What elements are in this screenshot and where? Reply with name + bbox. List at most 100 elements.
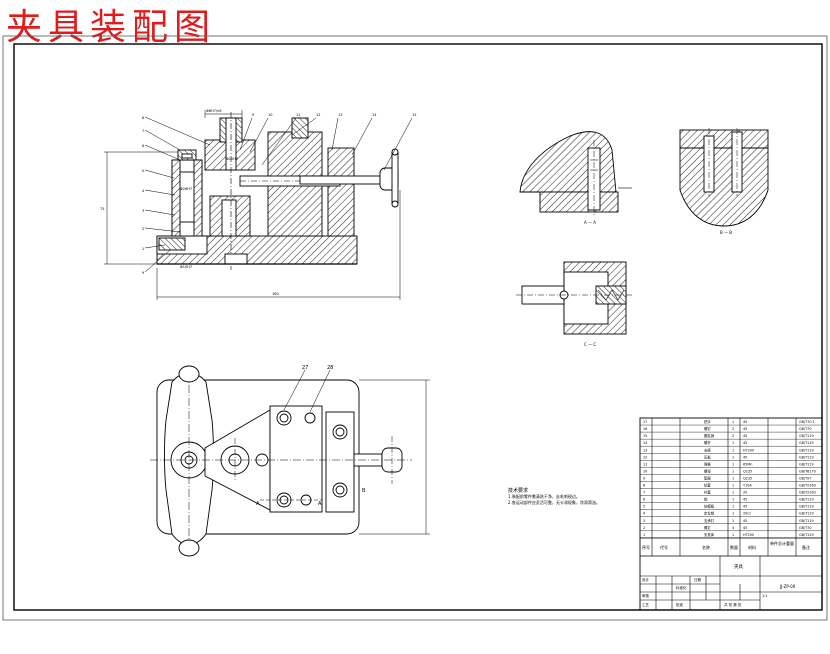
svg-text:Φ10H7: Φ10H7 <box>180 265 192 269</box>
bom-cell-qty: 2 <box>732 427 734 431</box>
inner-frame <box>13 43 823 611</box>
svg-text:9: 9 <box>142 271 144 275</box>
tb-label-date: 日期 <box>694 577 702 582</box>
svg-text:3: 3 <box>142 209 144 213</box>
bom-cell-mat: 45 <box>743 434 747 438</box>
svg-text:75: 75 <box>100 207 104 211</box>
svg-text:160: 160 <box>272 292 279 296</box>
bom-cell-name: 支承钉 <box>704 518 715 523</box>
top-view-markers: 27 28 A A B <box>256 365 366 507</box>
bom-cell-name: 支座 <box>704 447 711 452</box>
bom-cell-std: GB/T119 <box>799 441 814 445</box>
bom-cell-no: 13 <box>643 448 647 452</box>
bom-cell-mat: 45 <box>743 526 747 530</box>
bom-cell-std: GB/T119 <box>799 455 814 459</box>
svg-text:14: 14 <box>372 113 377 117</box>
drawing-title: 夹具装配图 <box>6 7 217 48</box>
bom-cell-name: 压板 <box>704 454 711 459</box>
tb-label-craft: 工艺 <box>642 602 650 607</box>
svg-text:12: 12 <box>316 113 320 117</box>
bom-header-code: 代号 <box>660 544 668 550</box>
svg-text:15: 15 <box>412 113 416 117</box>
bom-cell-qty: 1 <box>732 420 734 424</box>
svg-text:1: 1 <box>142 247 144 251</box>
bom-cell-name: 垫圈 <box>704 475 711 480</box>
bom-cell-qty: 1 <box>732 512 734 516</box>
bom-header-material: 材料 <box>748 544 756 550</box>
bom-cell-no: 1 <box>643 533 645 537</box>
bom-cell-no: 17 <box>643 420 647 424</box>
svg-text:13: 13 <box>338 113 342 117</box>
view-marker-b: B <box>362 488 366 494</box>
tb-label-std: 标准化 <box>676 585 687 590</box>
bom-header: 序号 代号 名称 数量 材料 单件总计重量 备注 <box>640 537 822 550</box>
bom-cell-no: 3 <box>643 519 645 523</box>
section-label-a-a: A — A <box>584 220 596 225</box>
svg-text:9: 9 <box>252 113 254 117</box>
tb-label-design: 设计 <box>642 577 650 582</box>
tb-scale: 1:1 <box>762 594 768 598</box>
svg-text:Φ10H7: Φ10H7 <box>226 157 238 161</box>
bom-cell-name: 衬套 <box>704 490 711 495</box>
bom-cell-mat: 65Mn <box>743 462 752 466</box>
bom-header-qty: 数量 <box>730 544 738 550</box>
section-c-c <box>516 261 632 335</box>
svg-text:10: 10 <box>268 113 272 117</box>
bom-cell-qty: 1 <box>732 484 734 488</box>
bom-header-note: 备注 <box>802 544 810 550</box>
bom-cell-qty: 1 <box>732 519 734 523</box>
bom-cell-name: 销 <box>704 497 708 502</box>
bom-cell-qty: 1 <box>732 441 734 445</box>
svg-text:2: 2 <box>142 227 144 231</box>
top-view-dimensions <box>283 369 430 535</box>
bom-cell-qty: 1 <box>732 491 734 495</box>
bom-cell-name: 螺母 <box>704 468 711 473</box>
tb-sheet: 共 张 第 张 <box>724 602 742 607</box>
bom-cell-mat: 20 <box>743 491 747 495</box>
bom-cell-no: 2 <box>643 526 645 530</box>
view-marker-a-left: A <box>256 501 260 507</box>
svg-text:11: 11 <box>296 113 300 117</box>
bom-cell-std: GB/T6170 <box>799 469 816 473</box>
outer-border <box>2 35 828 621</box>
bom-cell-qty: 1 <box>732 533 734 537</box>
section-label-b-b: B — B <box>720 230 732 235</box>
bom-cell-mat: 45 <box>743 519 747 523</box>
bom-header-weight: 单件总计重量 <box>770 540 794 546</box>
balloon-28: 28 <box>327 365 333 371</box>
bom-cell-std: GB/T119 <box>799 519 814 523</box>
balloon-27: 27 <box>302 365 308 371</box>
bom-cell-mat: 20Cr <box>743 512 752 516</box>
bom-cell-name: 钻模板 <box>704 504 715 509</box>
bom-cell-qty: 1 <box>732 462 734 466</box>
bom-cell-no: 4 <box>643 512 645 516</box>
section-b-b <box>679 128 769 227</box>
svg-text:5: 5 <box>142 169 144 173</box>
bom-header-name: 名称 <box>702 544 710 550</box>
bom-cell-no: 14 <box>643 441 647 445</box>
tb-label-check: 审核 <box>642 593 650 598</box>
bom-cell-std: GB/T119 <box>799 498 814 502</box>
tb-label-approve: 批准 <box>676 602 684 607</box>
bom-cell-mat: Q235 <box>743 469 752 473</box>
bom-cell-mat: 45 <box>743 441 747 445</box>
bom-cell-qty: 1 <box>732 505 734 509</box>
bom-cell-name: 弹簧 <box>704 461 711 466</box>
view-marker-a-right: A <box>318 501 322 507</box>
bom-cell-std: GB/T70.1 <box>799 420 815 424</box>
svg-text:8: 8 <box>142 116 144 120</box>
bom-cell-no: 15 <box>643 434 647 438</box>
bom-cell-mat: 45 <box>743 427 747 431</box>
bom-cell-mat: HT200 <box>743 448 754 452</box>
svg-text:Φ8H7/n6: Φ8H7/n6 <box>206 109 221 113</box>
bom-cell-mat: 45 <box>743 455 747 459</box>
bom-cell-name: 螺钉 <box>704 525 711 530</box>
bom-cell-std: GB/T119 <box>799 512 814 516</box>
bom-cell-no: 11 <box>643 462 647 466</box>
bom-cell-std: GB/T70 <box>799 427 811 431</box>
bom-cell-mat: 45 <box>743 420 747 424</box>
